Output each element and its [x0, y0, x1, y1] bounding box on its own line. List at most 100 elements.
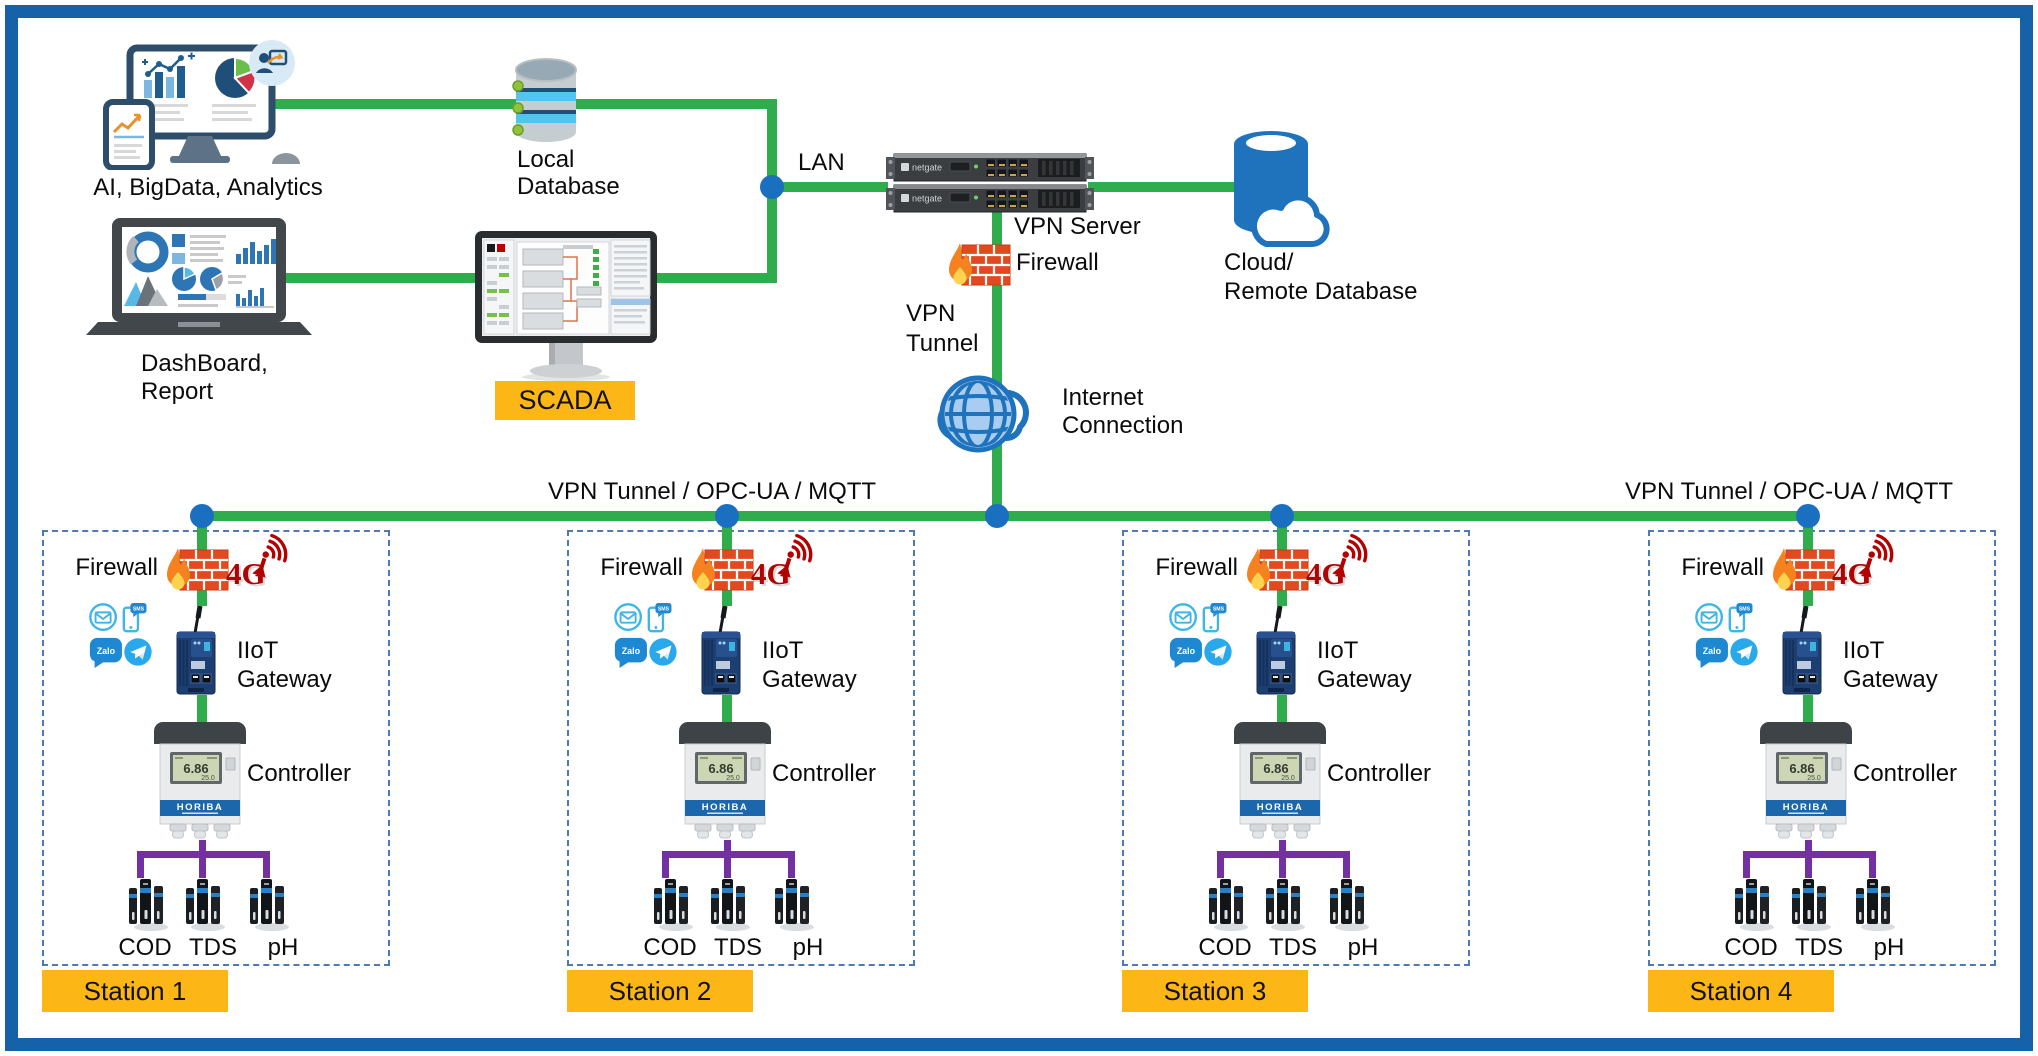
- telegram-icon: [1204, 638, 1232, 666]
- controller-label: Controller: [1327, 760, 1432, 787]
- analytics-label: AI, BigData, Analytics: [93, 174, 323, 201]
- controller-display-value: 6.86: [183, 761, 208, 776]
- zalo-icon: Zalo: [1695, 637, 1728, 668]
- dashboard-label-line2: Report: [141, 378, 214, 405]
- firewall-icon: [167, 548, 229, 591]
- svg-text:SMS: SMS: [133, 606, 145, 612]
- junction-dot: [760, 175, 784, 199]
- server-internet-line: [992, 208, 1002, 516]
- tds-sensor-label: TDS: [1795, 934, 1843, 961]
- internet-label-line1: Internet: [1062, 384, 1144, 411]
- notification-icons: SMS Zalo: [1169, 602, 1232, 668]
- cloud-database-label: Cloud/ Remote Database: [1224, 248, 1417, 306]
- sensor-connector: [1743, 858, 1750, 878]
- scada-badge: SCADA: [495, 381, 635, 420]
- controller-display-value: 6.86: [708, 761, 733, 776]
- internet-icon: [937, 375, 1029, 453]
- controller-icon: 6.86 25.0 HORIBA: [679, 722, 771, 839]
- junction-dot: [1796, 504, 1820, 528]
- svg-text:Zalo: Zalo: [97, 646, 116, 656]
- dashboard-label-line1: DashBoard,: [141, 350, 268, 377]
- sms-icon: SMS: [647, 602, 672, 633]
- controller-icon: 6.86 25.0 HORIBA: [154, 722, 246, 839]
- iiot-gateway-icon: [701, 606, 741, 695]
- junction-dot: [190, 504, 214, 528]
- sensor-connector: [199, 840, 206, 853]
- telegram-icon: [649, 638, 677, 666]
- local-database-label: Local Database: [517, 146, 620, 200]
- iiot-gateway-icon: [176, 606, 216, 695]
- station-name-badge: Station 3: [1122, 970, 1308, 1012]
- local-database-icon: [512, 58, 577, 142]
- junction-dot: [985, 504, 1009, 528]
- zalo-icon: Zalo: [89, 637, 122, 668]
- svg-text:Zalo: Zalo: [622, 646, 641, 656]
- local-database-label-line1: Local: [517, 146, 575, 173]
- iiot-gateway-icon: [1782, 606, 1822, 695]
- sensor-connector: [724, 840, 731, 853]
- sensor-connector: [662, 851, 795, 858]
- station: Firewall 4G SMS: [1648, 516, 1996, 1012]
- controller-brand-text: HORIBA: [1257, 802, 1303, 813]
- controller-display-temp: 25.0: [201, 775, 215, 782]
- sensor-connector: [1343, 858, 1350, 878]
- 4g-antenna-icon: [252, 533, 288, 578]
- sms-icon: SMS: [122, 602, 147, 633]
- firewall-icon: [692, 548, 754, 591]
- ph-sensor-label: pH: [267, 934, 299, 961]
- sensor-connector: [1869, 858, 1876, 878]
- gateway-controller-line: [197, 695, 207, 725]
- controller-label: Controller: [1853, 760, 1958, 787]
- gateway-label: IIoT Gateway: [237, 636, 332, 694]
- bus-label-left: VPN Tunnel / OPC-UA / MQTT: [548, 478, 877, 505]
- zalo-icon: Zalo: [1169, 637, 1202, 668]
- junction-dot: [1270, 504, 1294, 528]
- telegram-icon: [1730, 638, 1758, 666]
- tds-sensor-icon: [1792, 879, 1831, 931]
- station-firewall-label: Firewall: [600, 554, 683, 581]
- station-firewall-label: Firewall: [75, 554, 158, 581]
- bus-label-right: VPN Tunnel / OPC-UA / MQTT: [1625, 478, 1954, 505]
- cod-sensor-icon: [1735, 879, 1774, 931]
- 4g-antenna-icon: [777, 533, 813, 578]
- internet-label-line2: Connection: [1062, 412, 1184, 439]
- gateway-controller-line: [722, 695, 732, 725]
- local-database-label-line2: Database: [517, 173, 620, 200]
- ph-sensor-icon: [775, 879, 814, 931]
- ph-sensor-icon: [250, 879, 289, 931]
- gateway-controller-line: [1277, 695, 1287, 725]
- svg-text:Zalo: Zalo: [1703, 646, 1722, 656]
- station-boundary: [1648, 530, 1996, 966]
- sensor-connector: [1279, 840, 1286, 853]
- sensor-connector: [1805, 858, 1812, 878]
- cloud-database-icon: [1234, 131, 1330, 247]
- cod-sensor-label: COD: [1198, 934, 1252, 961]
- sensor-connector: [199, 858, 206, 878]
- cloud-database-line1: Cloud/: [1224, 249, 1294, 276]
- dashboard-laptop-icon: [86, 218, 312, 335]
- vpn-tunnel-line1: VPN: [906, 300, 956, 327]
- vpn-tunnel-line2: Tunnel: [906, 330, 979, 357]
- cod-sensor-label: COD: [1724, 934, 1778, 961]
- station-boundary: [42, 530, 390, 966]
- tds-sensor-icon: [1266, 879, 1305, 931]
- tds-sensor-icon: [711, 879, 750, 931]
- ph-sensor-icon: [1330, 879, 1369, 931]
- gateway-label-line2: Gateway: [237, 666, 332, 693]
- station-boundary: [567, 530, 915, 966]
- analytics-icon: [103, 40, 300, 170]
- firewall-icon: [1247, 548, 1309, 591]
- lan-label: LAN: [798, 149, 845, 176]
- station: Firewall 4G SMS: [1122, 516, 1470, 1012]
- gateway-controller-line: [1803, 695, 1813, 725]
- sensor-connector: [1217, 851, 1350, 858]
- 4g-antenna-icon: [1332, 533, 1368, 578]
- sensor-connector: [1805, 840, 1812, 853]
- notification-icons: SMS Zalo: [614, 602, 677, 668]
- cod-sensor-icon: [654, 879, 693, 931]
- tds-sensor-label: TDS: [189, 934, 237, 961]
- server-brand-text: netgate: [912, 194, 942, 204]
- vpn-tunnel-label: VPN Tunnel: [906, 299, 979, 359]
- gateway-label-line1: IIoT: [237, 637, 279, 664]
- 4g-antenna-icon: [1858, 533, 1894, 578]
